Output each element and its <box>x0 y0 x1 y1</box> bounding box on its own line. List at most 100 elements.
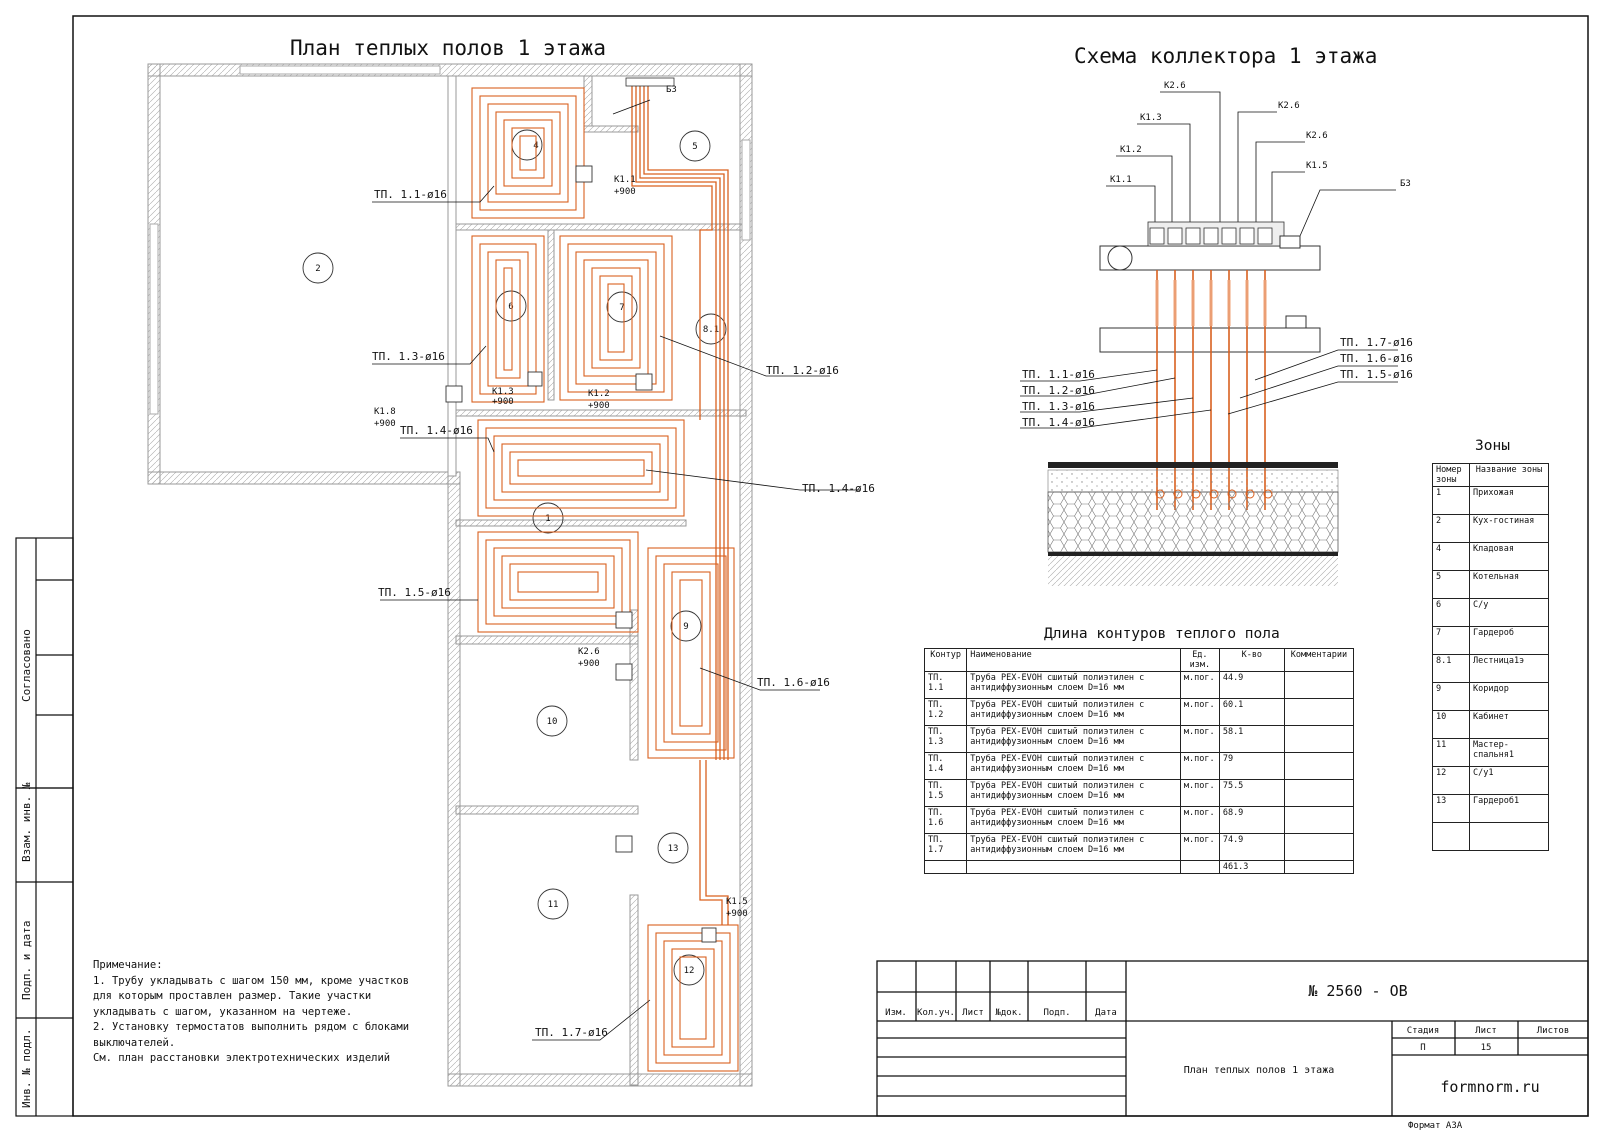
thermostat-icon <box>615 611 633 629</box>
notes-line-1: 1. Трубу укладывать с шагом 150 мм, кром… <box>93 974 410 1018</box>
side-label-agreed: Согласовано <box>20 629 33 702</box>
stamp-col-podp: Подп. <box>1043 1008 1070 1018</box>
table-total-cell: 461.3 <box>1218 860 1285 874</box>
k11-label: К1.1 <box>614 175 636 185</box>
table-cell: 60.1 <box>1218 698 1285 726</box>
table-cell <box>1283 779 1355 807</box>
table-cell: 10 <box>1432 710 1470 739</box>
table-cell <box>1469 822 1549 851</box>
side-label-inv-vz: Взам. инв. № <box>20 782 33 862</box>
table-cell: м.пог. <box>1179 671 1220 699</box>
collector-scheme: К2.6 К1.3 К2.6 К1.2 К2.6 К1.1 К1.5 Б3 ТП… <box>1020 81 1413 586</box>
table-cell: 11 <box>1432 738 1470 767</box>
tp-1-7-label: ТП. 1.7-ø16 <box>535 1026 608 1039</box>
table-header-row: Контур Наименование Ед. изм. К-во Коммен… <box>923 648 1355 672</box>
lengths-table: Контур Наименование Ед. изм. К-во Коммен… <box>923 648 1355 874</box>
room-1: 1 <box>545 514 550 524</box>
table-cell: ТП. 1.5 <box>923 779 968 807</box>
table-cell: ТП. 1.6 <box>923 806 968 834</box>
table-cell: 12 <box>1432 766 1470 795</box>
zones-title: Зоны <box>1475 438 1510 454</box>
table-cell: 8.1 <box>1432 654 1470 683</box>
table-cell: ТП. 1.3 <box>923 725 968 753</box>
col-header: Комментарии <box>1283 648 1355 672</box>
scheme-title: Схема коллектора 1 этажа <box>1074 44 1377 68</box>
table-cell <box>1283 806 1355 834</box>
table-cell <box>1283 671 1355 699</box>
scheme-b3: Б3 <box>1400 179 1411 189</box>
k18-label: К1.8 <box>374 407 396 417</box>
table-cell: ТП. 1.4 <box>923 752 968 780</box>
table-cell: 74.9 <box>1218 833 1285 861</box>
stamp-format: Формат А3А <box>1408 1121 1463 1131</box>
table-cell: м.пог. <box>1179 725 1220 753</box>
stamp-col-izm: Изм. <box>885 1008 907 1018</box>
scheme-tp-1-7: ТП. 1.7-ø16 <box>1340 336 1413 349</box>
side-label-inv-orig: Инв. № подл. <box>20 1029 33 1108</box>
side-label-sign-date: Подп. и дата <box>20 921 33 1000</box>
floor-plan: 1 2 4 5 6 7 8.1 9 10 11 12 13 <box>147 63 875 1087</box>
table-cell: м.пог. <box>1179 752 1220 780</box>
table-cell: ТП. 1.7 <box>923 833 968 861</box>
table-cell: 7 <box>1432 626 1470 655</box>
stamp-company: formnorm.ru <box>1440 1078 1539 1096</box>
scheme-k12: К1.2 <box>1120 145 1142 155</box>
room-7: 7 <box>619 303 624 313</box>
scheme-tp-1-5: ТП. 1.5-ø16 <box>1340 368 1413 381</box>
k18-height: +900 <box>374 419 396 429</box>
table-cell: м.пог. <box>1179 833 1220 861</box>
table-cell: Труба PEX-EVOH сшитый полиэтилен с антид… <box>966 752 1181 780</box>
thermostat-icon <box>701 927 717 943</box>
table-cell: м.пог. <box>1179 779 1220 807</box>
stamp-sheet-name: План теплых полов 1 этажа <box>1184 1065 1335 1076</box>
table-cell: 6 <box>1432 598 1470 627</box>
thermostat-icon <box>615 663 633 681</box>
table-cell: 4 <box>1432 542 1470 571</box>
notes-title: Примечание: <box>93 959 163 971</box>
notes-block: Примечание: 1. Трубу укладывать с шагом … <box>93 958 418 1067</box>
collector-icon <box>625 77 675 87</box>
k26-label: К2.6 <box>578 647 600 657</box>
table-cell: Труба PEX-EVOH сшитый полиэтилен с антид… <box>966 806 1181 834</box>
k15-height: +900 <box>726 909 748 919</box>
table-cell <box>1283 752 1355 780</box>
room-13: 13 <box>668 844 679 854</box>
table-cell <box>1283 860 1355 874</box>
table-cell: Труба PEX-EVOH сшитый полиэтилен с антид… <box>966 698 1181 726</box>
table-cell: м.пог. <box>1179 698 1220 726</box>
table-cell <box>1432 822 1470 851</box>
table-cell: Кабинет <box>1469 710 1549 739</box>
k12-height: +900 <box>588 401 610 411</box>
stamp-col-list: Лист <box>962 1008 984 1018</box>
lengths-title: Длина контуров теплого пола <box>1044 626 1280 642</box>
col-header: Номер зоны <box>1432 463 1470 487</box>
table-cell: Кух-гостиная <box>1469 514 1549 543</box>
tp-1-3-label: ТП. 1.3-ø16 <box>372 350 445 363</box>
scheme-tp-1-2: ТП. 1.2-ø16 <box>1022 384 1095 397</box>
scheme-tp-1-1: ТП. 1.1-ø16 <box>1022 368 1095 381</box>
scheme-k26-c: К2.6 <box>1306 131 1328 141</box>
stamp-doc-number: № 2560 - ОВ <box>1308 982 1407 1000</box>
tp-1-1-label: ТП. 1.1-ø16 <box>374 188 447 201</box>
k12-label: К1.2 <box>588 389 610 399</box>
table-cell: Гардероб <box>1469 626 1549 655</box>
table-cell <box>1179 860 1220 874</box>
col-header: Ед. изм. <box>1179 648 1220 672</box>
b3-label: Б3 <box>666 85 677 95</box>
table-header-row: Номер зоны Название зоны <box>1432 463 1549 487</box>
thermostat-icon <box>615 835 633 853</box>
table-cell: 9 <box>1432 682 1470 711</box>
room-12: 12 <box>684 966 695 976</box>
table-cell: 58.1 <box>1218 725 1285 753</box>
table-cell: С/у1 <box>1469 766 1549 795</box>
col-header: Название зоны <box>1469 463 1549 487</box>
stamp-col-ndok: №док. <box>994 1008 1022 1018</box>
